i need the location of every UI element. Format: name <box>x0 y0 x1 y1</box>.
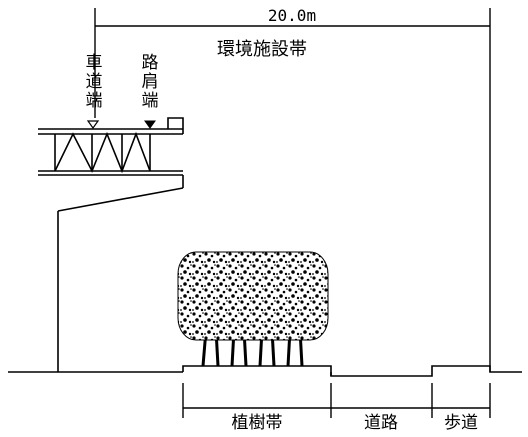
bottom-dimension <box>182 383 491 418</box>
sidewalk-label: 歩道 <box>444 413 478 433</box>
shoulder-edge-label: 路 肩 端 <box>142 53 159 111</box>
road-label: 道路 <box>364 413 398 433</box>
tree-cluster <box>177 251 329 367</box>
carriageway-edge-marker-icon <box>86 120 100 130</box>
carriageway-edge-label: 車 道 端 <box>86 53 103 111</box>
shoulder-edge-char-2: 肩 <box>142 72 159 92</box>
width-dimension-label: 20.0m <box>268 6 316 25</box>
shoulder-edge-char-1: 路 <box>142 53 159 73</box>
carriageway-edge-char-2: 道 <box>86 72 103 92</box>
environmental-facility-zone-label: 環境施設帯 <box>217 39 307 60</box>
shoulder-edge-marker-icon <box>144 120 156 129</box>
shoulder-edge-char-3: 端 <box>142 91 159 111</box>
ground-profile <box>8 365 522 377</box>
width-dimension <box>94 8 491 372</box>
planting-strip-label: 植樹帯 <box>232 413 283 433</box>
carriageway-edge-char-1: 車 <box>86 53 103 73</box>
elevated-viaduct <box>38 117 184 372</box>
carriageway-edge-char-3: 端 <box>86 91 103 111</box>
